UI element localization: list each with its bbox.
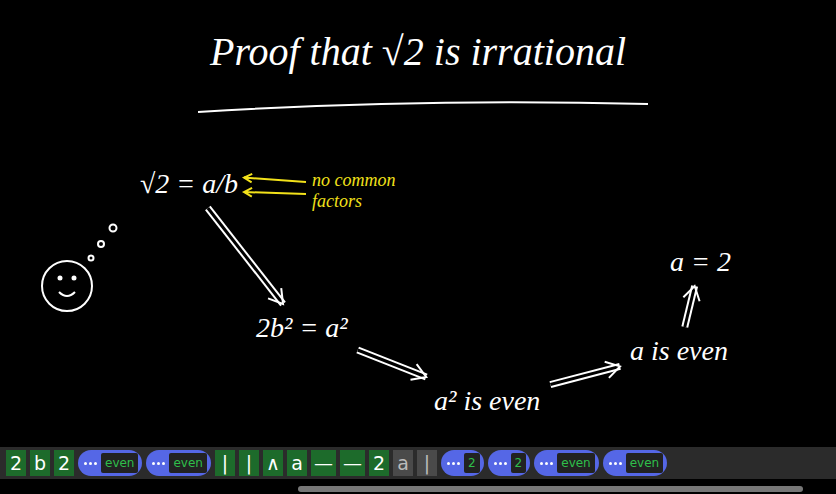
symbol-text: even: [557, 453, 594, 473]
menu-dots: [447, 462, 460, 465]
symbol-tile: a: [287, 450, 307, 476]
symbol-text: even: [101, 453, 138, 473]
statement-text: 2b² = a²: [256, 312, 348, 344]
implication-arrow: [208, 208, 283, 304]
statement-text: √2 = a/b: [140, 168, 238, 200]
statement: a = 2: [666, 244, 735, 280]
symbol-tile: —: [340, 450, 365, 476]
implication-arrow: [683, 286, 699, 327]
symbol-tile: even: [534, 450, 598, 476]
symbol-text: 2: [464, 453, 480, 473]
implication-arrow: [358, 350, 427, 380]
menu-dots: [609, 462, 622, 465]
annotation: no common factors: [312, 170, 432, 211]
symbol-tile: even: [603, 450, 667, 476]
symbol-tile: 2: [441, 450, 484, 476]
statement-text: a = 2: [670, 246, 731, 278]
statement: 2b² = a²: [252, 310, 352, 346]
recognition-toolbar: 2b2eveneven||∧a——2a|22eveneven: [0, 447, 836, 479]
smiley-face: [42, 225, 117, 312]
symbol-tile: ∧: [263, 450, 283, 476]
scrollbar: [298, 486, 803, 492]
symbol-tile: 2: [488, 450, 531, 476]
symbol-tile: b: [30, 450, 50, 476]
leader-arrow: [244, 188, 306, 197]
symbol-tile: —: [311, 450, 336, 476]
symbol-tile: a: [393, 450, 413, 476]
statement-text: a² is even: [434, 385, 540, 417]
symbol-tile: 2: [6, 450, 26, 476]
symbol-tile: 2: [369, 450, 389, 476]
menu-dots: [494, 462, 507, 465]
statement-text: a is even: [630, 335, 728, 367]
leader-arrow: [244, 174, 306, 183]
menu-dots: [540, 462, 553, 465]
leader-lines: [244, 174, 306, 197]
title: Proof that √2 is irrational: [0, 28, 836, 75]
title-underline: [198, 102, 648, 112]
symbol-tile: |: [215, 450, 235, 476]
symbol-text: even: [626, 453, 663, 473]
statement: a is even: [626, 333, 732, 369]
symbol-text: even: [169, 453, 206, 473]
symbol-tile: even: [78, 450, 142, 476]
implication-arrow: [550, 362, 620, 385]
symbol-tile: even: [146, 450, 210, 476]
symbol-tile: |: [239, 450, 259, 476]
statement: a² is even: [430, 383, 544, 419]
menu-dots: [152, 462, 165, 465]
statement: √2 = a/b: [136, 166, 242, 202]
symbol-tile: |: [417, 450, 437, 476]
symbol-tile: 2: [54, 450, 74, 476]
menu-dots: [84, 462, 97, 465]
symbol-text: 2: [511, 453, 527, 473]
